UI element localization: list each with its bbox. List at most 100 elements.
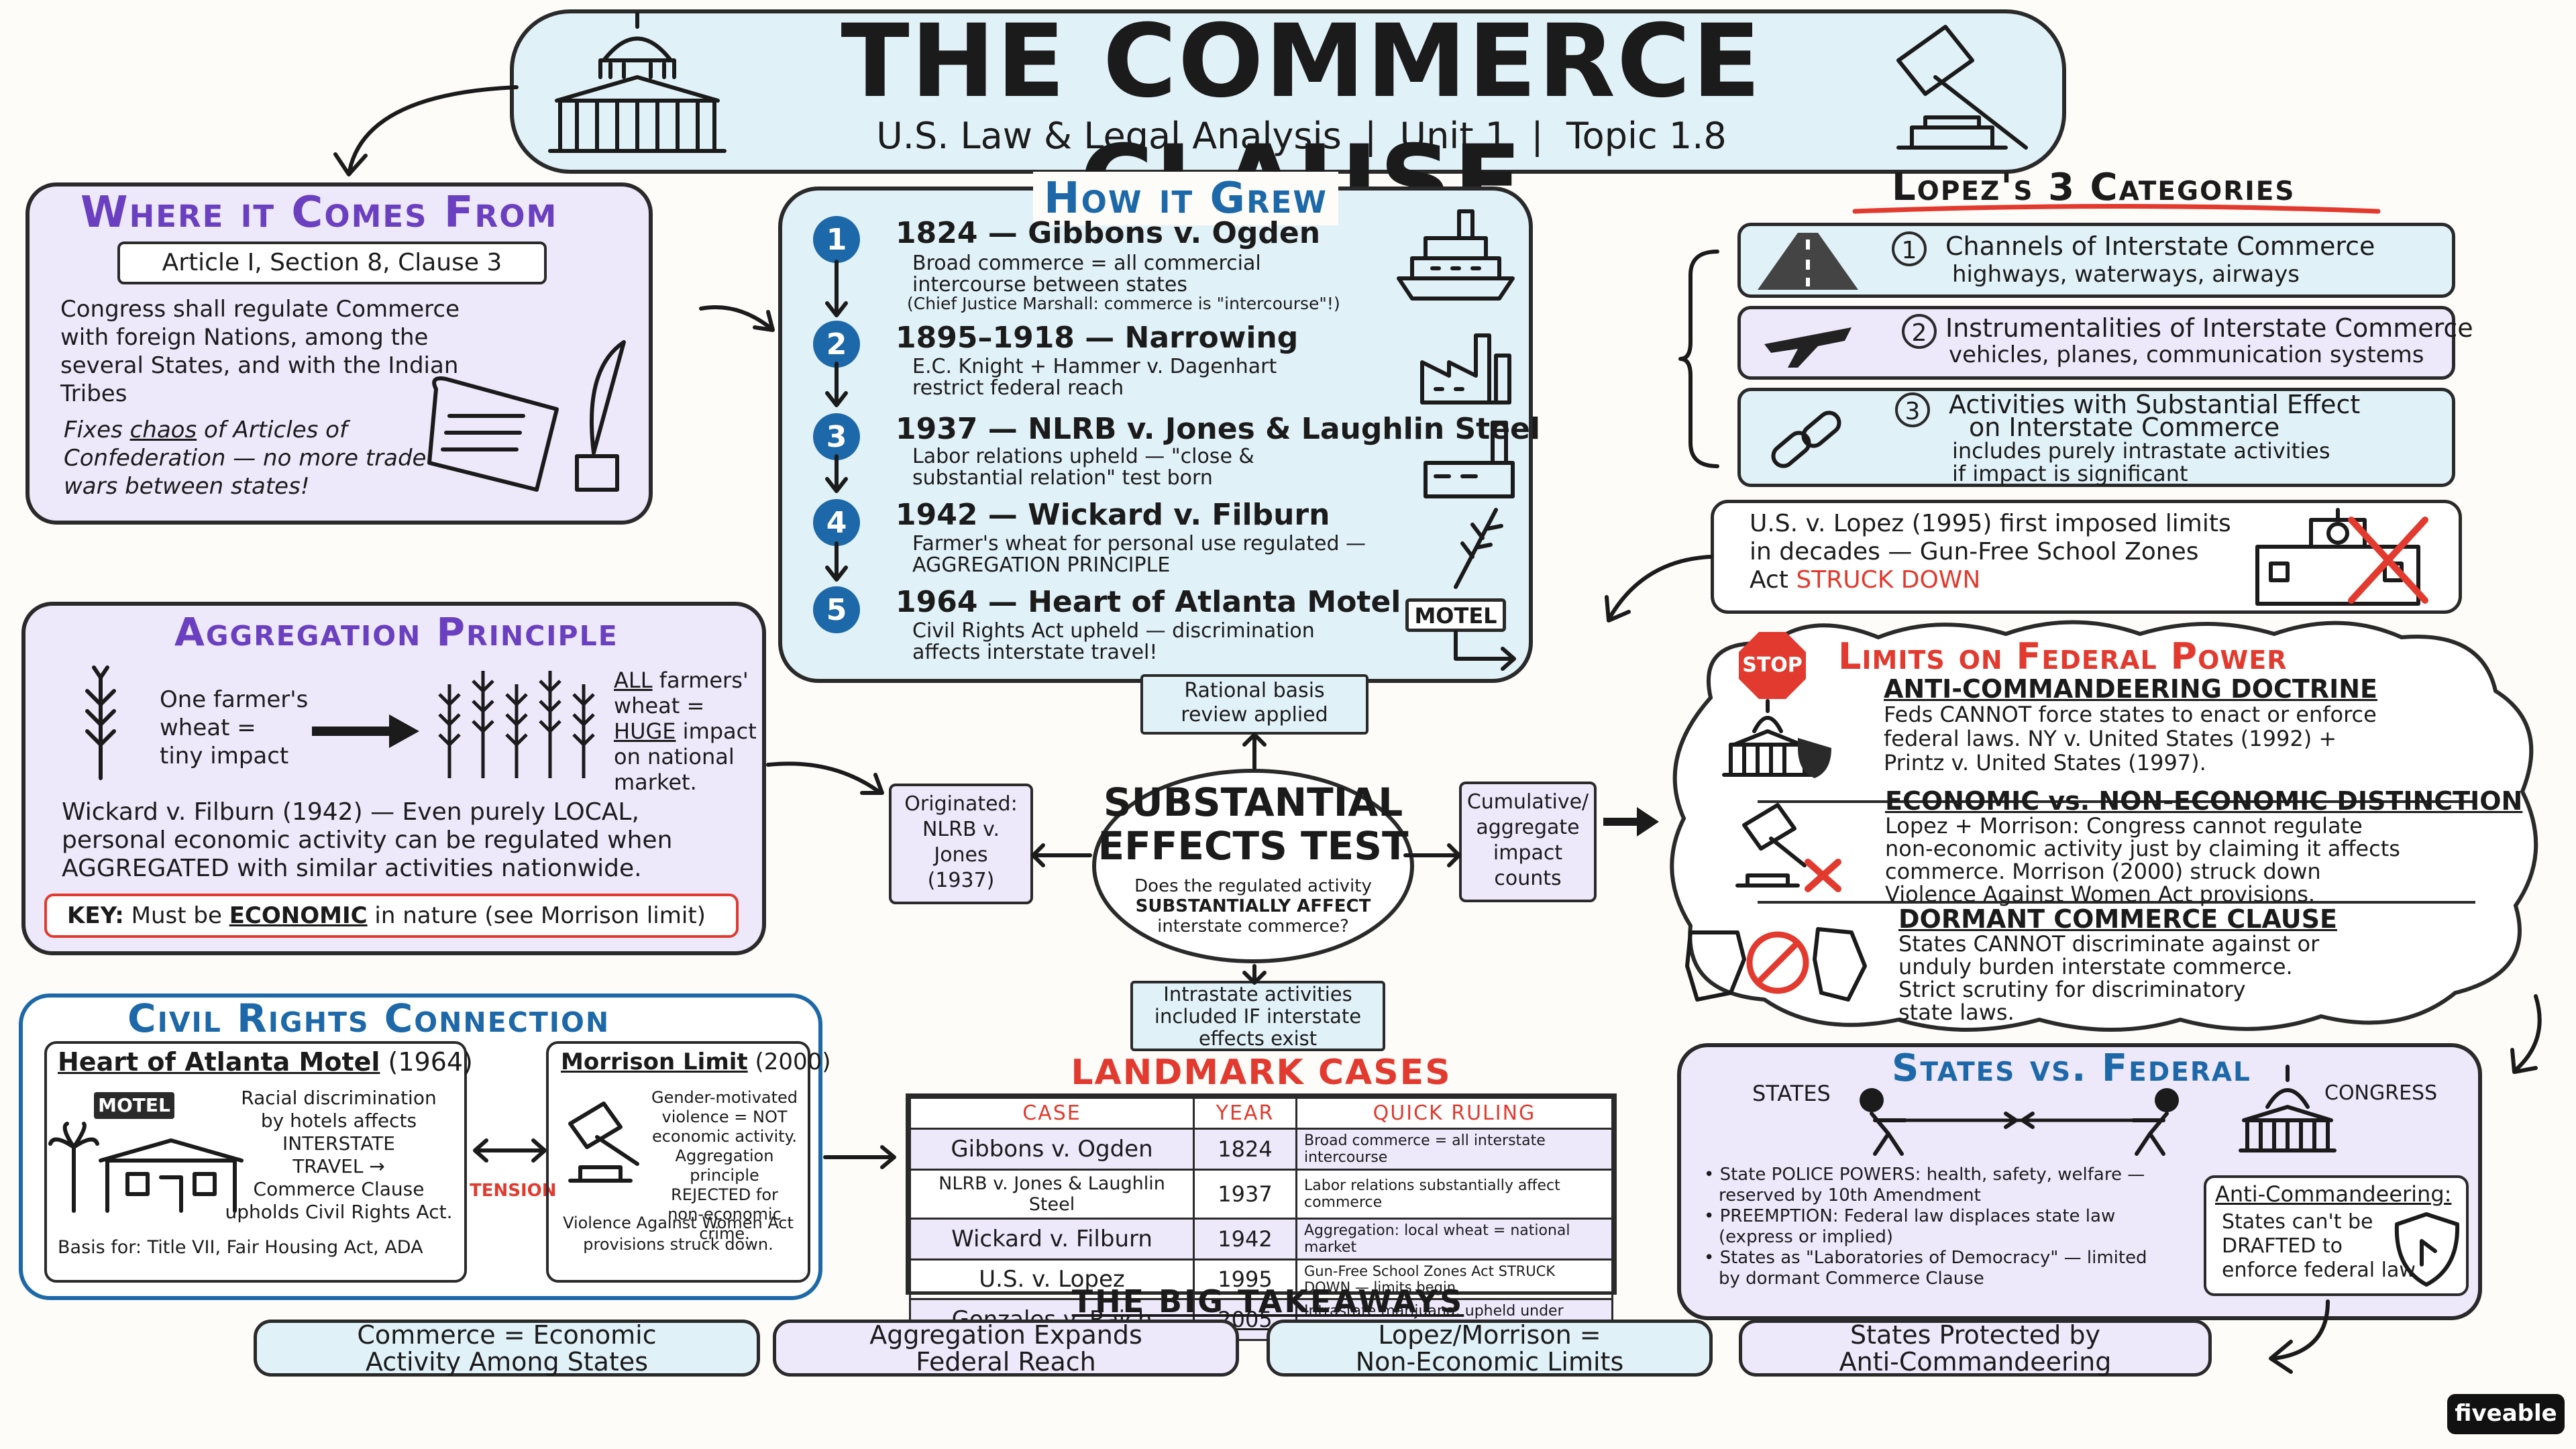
lopez-cat-2 <box>1737 306 2455 380</box>
case-ruling: Gun-Free School Zones Act STRUCK DOWN — … <box>1295 1258 1613 1300</box>
lopez-num-1: 1 <box>1892 231 1927 266</box>
grew-l2-2: restrict federal reach <box>912 376 1124 400</box>
mor-l4: Aggregation principle <box>675 1146 774 1185</box>
agg-key-label: KEY: <box>67 902 124 929</box>
mor-l3: economic activity. <box>651 1127 798 1146</box>
hoa-l1: Racial discrimination <box>241 1087 437 1109</box>
agg-all-l3b: impact <box>676 718 757 744</box>
grew-num-1: 1 <box>813 216 860 263</box>
gavel-icon <box>1896 25 2028 150</box>
case-year: 1937 <box>1193 1169 1297 1220</box>
lopez-struck: STRUCK DOWN <box>1796 566 1981 594</box>
mor-l5: REJECTED for <box>671 1185 778 1204</box>
test-top-l2: review applied <box>1181 703 1328 727</box>
test-right-l4: counts <box>1494 867 1562 890</box>
agg-key-pre: Must be <box>123 902 229 929</box>
lopez-title-underline <box>1852 204 2381 214</box>
test-top-box <box>1140 674 1368 735</box>
case-name: NLRB v. Jones & Laughlin Steel <box>909 1169 1195 1220</box>
takeaway-3-l1: Lopez/Morrison = <box>1378 1320 1601 1350</box>
agg-all-l4: on national <box>614 744 735 769</box>
limits-title: Limits on Federal Power <box>1838 635 2288 678</box>
where-note-pre: Fixes <box>64 417 130 443</box>
mor-l8: provisions struck down. <box>583 1235 773 1254</box>
grew-head-4: 1942 — Wickard v. Filburn <box>896 498 1330 532</box>
takeaway-2-l2: Federal Reach <box>916 1346 1096 1377</box>
test-right-l1: Cumulative/ <box>1466 790 1589 814</box>
mor-l2: violence = NOT <box>661 1108 788 1126</box>
test-left-l4: (1937) <box>927 869 995 892</box>
table-row: U.S. v. Lopez 1995 Gun-Free School Zones… <box>909 1258 1613 1300</box>
agg-all-l1b: farmers' <box>652 667 749 693</box>
col-case: CASE <box>909 1097 1195 1130</box>
congress-label: CONGRESS <box>2324 1081 2438 1105</box>
test-top-l1: Rational basis <box>1184 679 1325 702</box>
tug-of-war-icon <box>1860 1088 2179 1156</box>
fiveable-logo[interactable]: fiveable <box>2447 1394 2565 1434</box>
hoa-l2: by hotels affects <box>260 1110 417 1132</box>
limits-s1-l1: Feds CANNOT force states to enact or enf… <box>1884 702 2377 727</box>
states-b1b: reserved by 10th Amendment <box>1719 1185 1981 1205</box>
limits-s3-l4: state laws. <box>1898 1000 2015 1025</box>
tension-arrow <box>473 1138 547 1163</box>
table-row: NLRB v. Jones & Laughlin Steel 1937 Labo… <box>909 1169 1613 1220</box>
agg-key-post: in nature (see Morrison limit) <box>367 902 706 929</box>
where-title: Where it Comes From <box>80 188 558 237</box>
takeaway-3-text: Lopez/Morrison =Non-Economic Limits <box>1356 1322 1624 1375</box>
agg-body-l3: AGGREGATED with similar activities natio… <box>62 855 642 882</box>
grew-num-4: 4 <box>813 499 860 546</box>
limits-s1-l3: Printz v. United States (1997). <box>1884 750 2206 775</box>
aggregation-title: Aggregation Principle <box>174 609 619 655</box>
hoa-l4: TRAVEL → <box>292 1155 385 1177</box>
lopez-case-l1: U.S. v. Lopez (1995) first imposed limit… <box>1750 510 2231 537</box>
lopez-case-act: Act <box>1750 566 1796 594</box>
motel-building-icon <box>48 1122 244 1213</box>
limits-s3-l3: Strict scrutiny for discriminatory <box>1898 977 2246 1002</box>
lopez-cat-1 <box>1737 223 2455 298</box>
agg-all-text: ALL farmers' wheat = HUGE impact on nati… <box>614 667 757 795</box>
test-right-l3: impact <box>1493 841 1563 865</box>
page-subtitle: U.S. Law & Legal Analysis | Unit 1 | Top… <box>876 115 1727 157</box>
mor-head: Morrison Limit <box>561 1049 748 1075</box>
test-q2: SUBSTANTIALLY AFFECT <box>1135 896 1371 916</box>
where-note-link: chaos <box>129 417 197 443</box>
table-row: Wickard v. Filburn 1942 Aggregation: loc… <box>909 1218 1613 1260</box>
case-ruling: Aggregation: local wheat = national mark… <box>1295 1218 1613 1260</box>
limits-s1-head: ANTI-COMMANDEERING DOCTRINE <box>1884 674 2377 704</box>
col-ruling: QUICK RULING <box>1295 1097 1613 1130</box>
lopez-title: Lopez's 3 Categories <box>1892 166 2296 209</box>
motel-sign-small: MOTEL <box>1405 598 1506 632</box>
lopez-sub2-3: if impact is significant <box>1952 461 2188 486</box>
grew-l1-1: Broad commerce = all commercial <box>912 252 1261 275</box>
takeaway-2-l1: Aggregation Expands <box>869 1320 1142 1350</box>
agg-all-l2: wheat = <box>614 693 705 718</box>
civil-title: Civil Rights Connection <box>127 996 610 1041</box>
limits-s3-l1: States CANNOT discriminate against or <box>1898 931 2320 957</box>
test-left-box <box>889 784 1033 904</box>
agg-key-box: KEY: Must be ECONOMIC in nature (see Mor… <box>44 894 739 938</box>
case-year: 1995 <box>1193 1258 1297 1300</box>
arrow-header-left <box>333 85 519 176</box>
hoa-motel-sign: MOTEL <box>94 1092 174 1119</box>
arrow-where-to-grew <box>699 305 775 332</box>
takeaway-4-l1: States Protected by <box>1849 1320 2100 1350</box>
lopez-sub-1: highways, waterways, airways <box>1952 261 2300 288</box>
agg-arrow <box>312 714 419 748</box>
grew-l1-2: E.C. Knight + Hammer v. Dagenhart <box>912 355 1277 378</box>
chain-link-icon <box>1771 411 1841 468</box>
states-label: STATES <box>1752 1081 1831 1106</box>
stop-sign-icon: STOP <box>1739 632 1806 699</box>
test-right-l2: aggregate <box>1476 816 1580 839</box>
takeaway-3-l2: Non-Economic Limits <box>1355 1346 1624 1377</box>
grew-l2-3: substantial relation" test born <box>912 466 1213 490</box>
lopez-case-l2: in decades — Gun-Free School Zones <box>1750 538 2199 566</box>
arrow-limits-to-states <box>2510 994 2542 1074</box>
limits-s1-l2: federal laws. NY v. United States (1992)… <box>1884 726 2337 751</box>
takeaways-title: THE BIG TAKEAWAYS <box>1071 1283 1464 1320</box>
anti-l3: enforce federal law <box>2222 1258 2416 1282</box>
test-bottom-l3: effects exist <box>1198 1027 1318 1050</box>
hoa-l3: INTERSTATE <box>282 1132 395 1155</box>
